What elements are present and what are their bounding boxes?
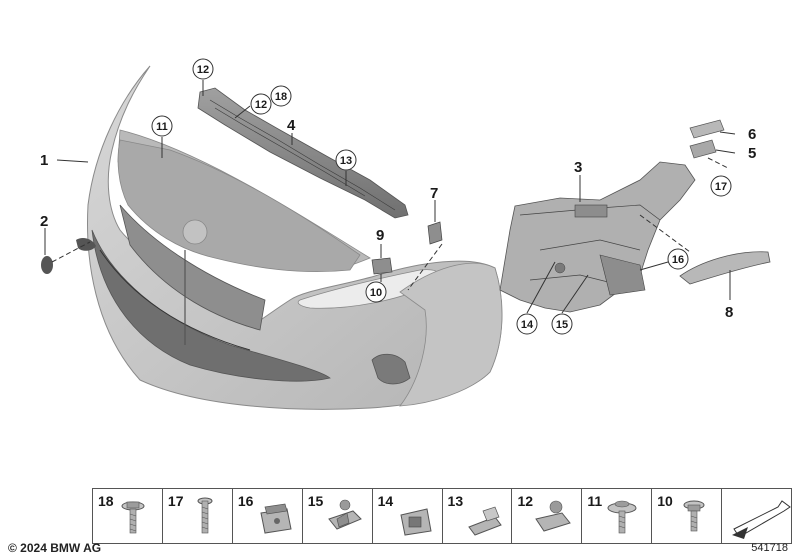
arrow-direction-icon — [732, 500, 792, 539]
collar-screw-icon — [121, 501, 145, 534]
part-number: 14 — [377, 493, 394, 509]
callout-14-circled: 14 — [516, 313, 538, 335]
spring-nut-icon — [535, 500, 572, 532]
svg-text:15: 15 — [556, 319, 568, 331]
small-clips — [371, 221, 443, 275]
bracket-clip-icon — [467, 506, 502, 536]
part-cell-11[interactable]: 11 — [582, 489, 653, 543]
part-cell-12[interactable]: 12 — [512, 489, 583, 543]
callout-15-circled: 15 — [551, 313, 573, 335]
svg-text:18: 18 — [275, 91, 287, 103]
part-number: 11 — [587, 493, 603, 509]
callout-18-circled: 18 — [270, 85, 292, 107]
screw-icon — [197, 497, 213, 534]
callout-2: 2 — [40, 213, 48, 230]
collar-screw-icon — [607, 500, 637, 534]
svg-text:14: 14 — [521, 319, 534, 331]
svg-text:9: 9 — [376, 227, 384, 244]
callout-9: 9 — [376, 227, 384, 244]
svg-text:16: 16 — [672, 254, 684, 266]
direction-cell — [722, 489, 792, 543]
part-number: 16 — [237, 493, 254, 509]
part-cell-18[interactable]: 18 — [93, 489, 163, 543]
part-cell-13[interactable]: 13 — [443, 489, 513, 543]
svg-text:3: 3 — [574, 159, 582, 176]
svg-text:4: 4 — [287, 117, 296, 134]
svg-text:13: 13 — [340, 155, 352, 167]
fastener-parts-strip: 18 17 16 15 — [92, 488, 792, 544]
svg-text:11: 11 — [156, 121, 168, 133]
clip-nut-icon — [260, 503, 292, 534]
bumper-panel — [76, 65, 503, 410]
exploded-diagram: 1 2 3 4 5 6 7 8 9 10 11 — [40, 58, 771, 410]
spring-nut-icon — [327, 499, 362, 530]
part-cell-17[interactable]: 17 — [163, 489, 233, 543]
callout-12b-circled: 12 — [250, 93, 272, 115]
small-plug — [41, 256, 53, 274]
side-bracket-assembly — [499, 161, 696, 313]
callout-4: 4 — [287, 117, 296, 134]
image-number: 541718 — [751, 542, 788, 554]
callout-6: 6 — [748, 126, 756, 143]
callout-10-circled: 10 — [365, 281, 387, 303]
part-cell-15[interactable]: 15 — [303, 489, 373, 543]
callout-8: 8 — [725, 304, 733, 321]
callout-5: 5 — [748, 145, 756, 162]
part-cell-14[interactable]: 14 — [373, 489, 443, 543]
svg-text:10: 10 — [370, 287, 382, 299]
callout-7: 7 — [430, 185, 438, 202]
svg-text:6: 6 — [748, 126, 756, 143]
callout-13-circled: 13 — [335, 149, 357, 171]
leader-lines — [44, 80, 736, 314]
part-cell-16[interactable]: 16 — [233, 489, 303, 543]
bumper-carrier-beam — [197, 87, 409, 219]
clip-nut-icon — [400, 508, 432, 536]
callout-16-circled: 16 — [667, 248, 689, 270]
callout-17-circled: 17 — [710, 175, 732, 197]
part-number: 18 — [98, 493, 114, 509]
part-cell-10[interactable]: 10 — [652, 489, 723, 543]
trim-strip — [679, 251, 771, 285]
svg-text:1: 1 — [40, 152, 48, 169]
part-number: 12 — [517, 493, 534, 509]
svg-text:12: 12 — [197, 64, 209, 76]
part-number: 15 — [307, 493, 324, 509]
svg-text:5: 5 — [748, 145, 756, 162]
collar-screw-icon — [683, 500, 705, 532]
part-number: 13 — [447, 493, 464, 509]
svg-text:12: 12 — [255, 99, 267, 111]
copyright-text: © 2024 BMW AG — [8, 541, 102, 555]
callout-3: 3 — [574, 159, 582, 176]
part-number: 17 — [167, 493, 184, 509]
callout-1: 1 — [40, 152, 48, 169]
svg-text:7: 7 — [430, 185, 438, 202]
svg-text:8: 8 — [725, 304, 733, 321]
mounting-brackets — [689, 119, 725, 159]
svg-text:2: 2 — [40, 213, 48, 230]
svg-text:17: 17 — [715, 181, 727, 193]
callout-11-circled: 11 — [151, 115, 173, 137]
part-number: 10 — [657, 493, 673, 509]
callout-12a-circled: 12 — [192, 58, 214, 80]
